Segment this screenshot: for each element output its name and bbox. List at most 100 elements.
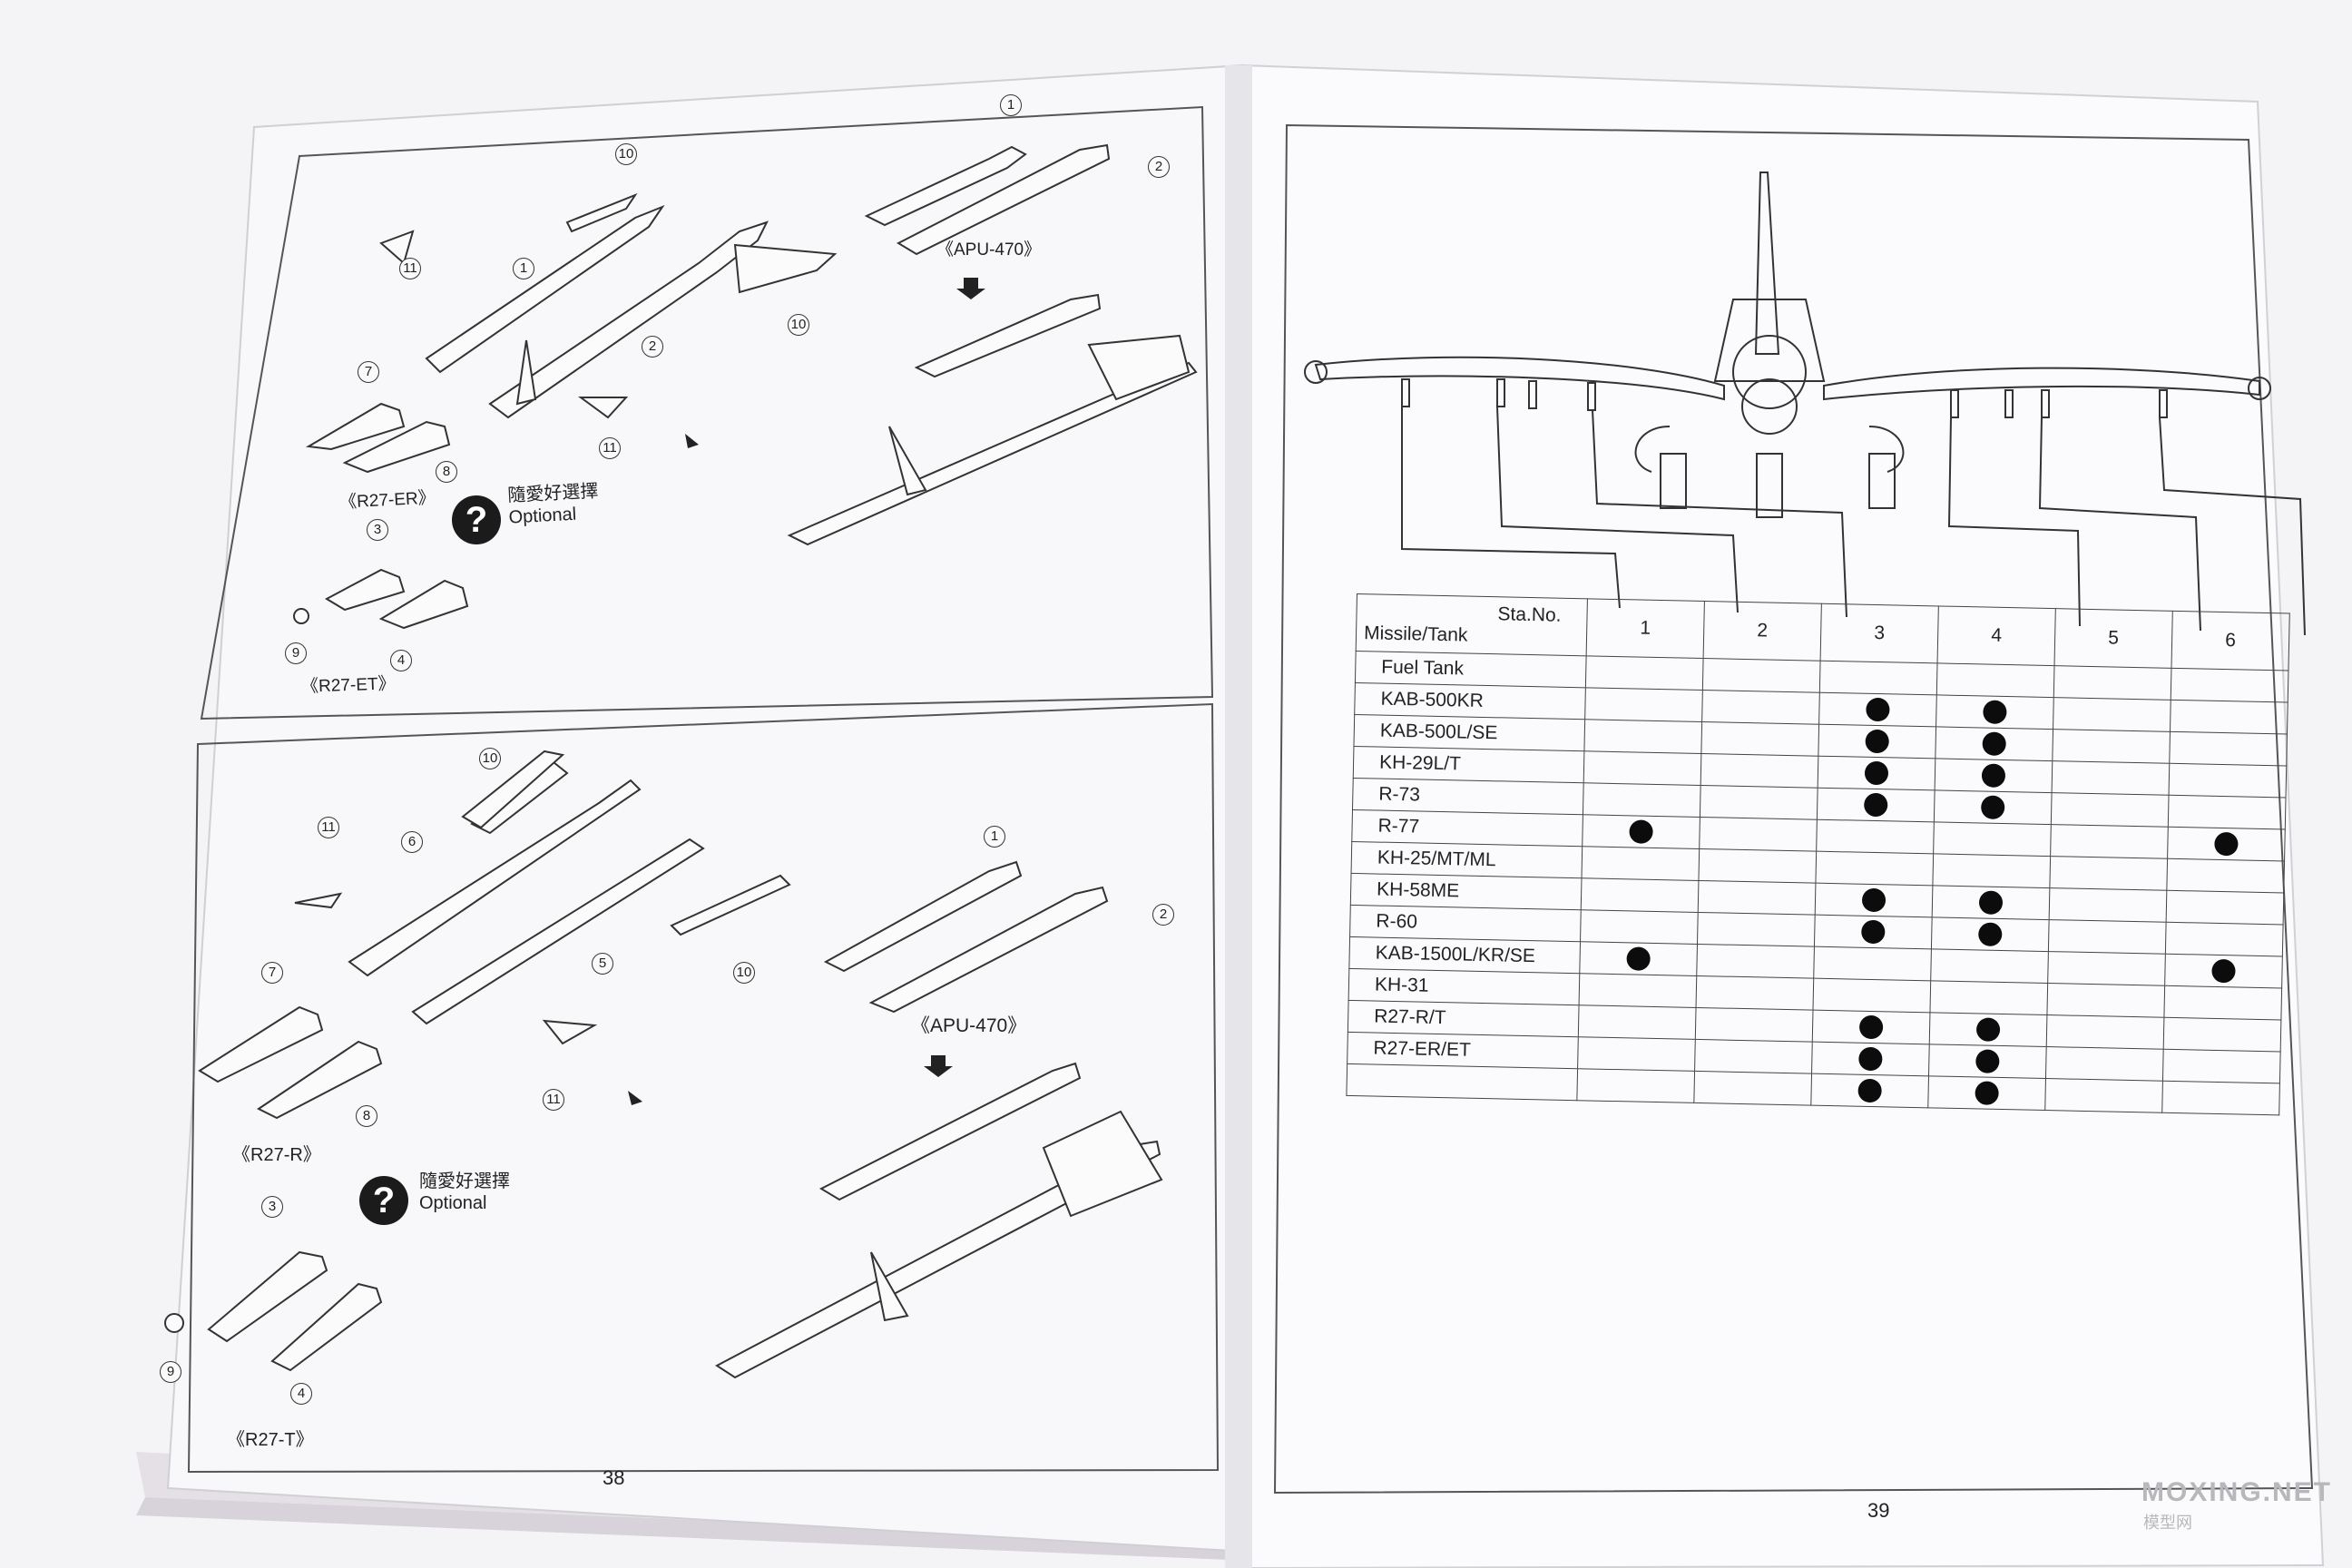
- station-cell: [2167, 827, 2286, 861]
- station-cell: [1929, 1012, 2047, 1047]
- station-mark-dot: [1978, 890, 2004, 915]
- station-cell: [1700, 721, 1819, 757]
- station-cell: [2049, 887, 2167, 923]
- station-cell: [1814, 915, 1933, 949]
- station-cell: [1702, 658, 1821, 693]
- row-weapon-name: KAB-500L/SE: [1353, 714, 1585, 751]
- station-cell: [1585, 655, 1704, 691]
- callout-4: 4: [290, 1383, 312, 1405]
- station-cell: [2046, 1014, 2164, 1050]
- station-cell: [2052, 760, 2170, 796]
- station-cell: [1581, 877, 1699, 913]
- station-mark-dot: [1866, 697, 1890, 722]
- station-cell: [1580, 909, 1699, 945]
- row-weapon-name: KH-29L/T: [1353, 746, 1584, 783]
- station-mark-dot: [1626, 946, 1651, 971]
- station-cell: [1584, 687, 1703, 722]
- station-cell: [2161, 1081, 2280, 1115]
- row-weapon-name: KH-58ME: [1350, 873, 1582, 910]
- station-cell: [1812, 1010, 1930, 1044]
- station-mark-dot: [1865, 729, 1889, 754]
- station-mark-dot: [1982, 731, 2006, 757]
- station-cell: [1578, 1004, 1697, 1040]
- station-cell: [1701, 690, 1820, 725]
- station-cell: [2163, 985, 2282, 1020]
- station-mark-dot: [1864, 760, 1889, 786]
- station-cell: [2047, 951, 2166, 986]
- station-cell: [1818, 724, 1936, 759]
- station-cell: [1694, 1039, 1813, 1074]
- station-cell: [1583, 750, 1701, 786]
- station-cell: [1816, 819, 1935, 854]
- callout-10: 10: [615, 143, 637, 165]
- station-cell: [2168, 795, 2287, 829]
- station-cell: [1927, 1075, 2046, 1111]
- callout-4: 4: [390, 650, 412, 671]
- question-icon: ?: [359, 1176, 408, 1225]
- station-mark-dot: [1861, 919, 1886, 945]
- weapons-station-table: Sta.No. Missile/Tank 1 2 3 4 5 6 Fuel Ta…: [1346, 593, 2290, 1115]
- station-cell: [2045, 1046, 2164, 1082]
- r27er-missile-body: [488, 220, 769, 419]
- callout-2: 2: [642, 336, 663, 358]
- callout-3: 3: [367, 519, 388, 541]
- callout-11: 11: [399, 258, 421, 279]
- left-page-illustrations: [164, 105, 1220, 1474]
- station-cell: [1693, 1071, 1812, 1106]
- station-cell: [1576, 1068, 1695, 1103]
- station-cell: [1700, 753, 1818, 789]
- station-cell: [1815, 883, 1933, 917]
- optional-note-bottom: 隨愛好選擇 Optional: [419, 1171, 510, 1214]
- station-cell: [2044, 1078, 2163, 1113]
- station-cell: [2170, 700, 2288, 735]
- callout-10: 10: [479, 748, 501, 769]
- table-corner-header: Sta.No. Missile/Tank: [1356, 593, 1588, 656]
- station-cell: [1818, 692, 1937, 727]
- station-cell: [1695, 1007, 1813, 1043]
- station-cell: [1583, 719, 1702, 754]
- watermark: MOXING.NET: [2141, 1477, 2333, 1507]
- station-cell: [1933, 821, 2052, 857]
- station-cell: [1811, 1042, 1930, 1076]
- row-weapon-name: R-77: [1351, 809, 1583, 847]
- station-cell: [1698, 848, 1817, 884]
- station-cell: [1696, 944, 1815, 979]
- station-cell: [1929, 980, 2048, 1015]
- station-cell: [1928, 1044, 2047, 1079]
- station-mark-dot: [1975, 1081, 1999, 1105]
- station-cell: [2169, 763, 2287, 798]
- row-weapon-name: R27-ER/ET: [1347, 1032, 1579, 1069]
- callout-10: 10: [733, 962, 755, 984]
- page-number-right: 39: [1867, 1499, 1890, 1522]
- row-weapon-name: KAB-500KR: [1354, 682, 1586, 720]
- callout-10: 10: [788, 314, 809, 336]
- row-weapon-name: R-73: [1352, 778, 1584, 815]
- station-cell: [1810, 1073, 1929, 1108]
- station-cell: [1817, 788, 1936, 822]
- callout-1: 1: [1000, 94, 1022, 116]
- station-mark-dot: [1978, 922, 2003, 946]
- station-cell: [1696, 975, 1814, 1011]
- callout-9: 9: [160, 1361, 181, 1383]
- callout-8: 8: [356, 1105, 377, 1127]
- station-cell: [1579, 941, 1698, 976]
- station-cell: [1698, 880, 1816, 916]
- station-cell: [1818, 756, 1936, 790]
- label-r27-r: 《R27-R》: [232, 1145, 321, 1165]
- station-cell: [2050, 824, 2169, 859]
- watermark-sub: 模型网: [2143, 1514, 2192, 1532]
- station-cell: [1934, 789, 2053, 825]
- station-cell: [2053, 697, 2171, 732]
- station-cell: [1815, 851, 1934, 886]
- station-cell: [2169, 731, 2288, 767]
- station-cell: [1582, 814, 1700, 849]
- station-cell: [2051, 792, 2170, 828]
- station-mark-dot: [1975, 1049, 2000, 1073]
- callout-11: 11: [318, 817, 339, 838]
- callout-7: 7: [261, 962, 283, 984]
- station-mark-dot: [1861, 887, 1886, 913]
- station-cell: [2053, 665, 2171, 701]
- station-cell: [1935, 726, 2053, 761]
- station-cell: [1932, 853, 2051, 888]
- station-cell: [1813, 946, 1932, 981]
